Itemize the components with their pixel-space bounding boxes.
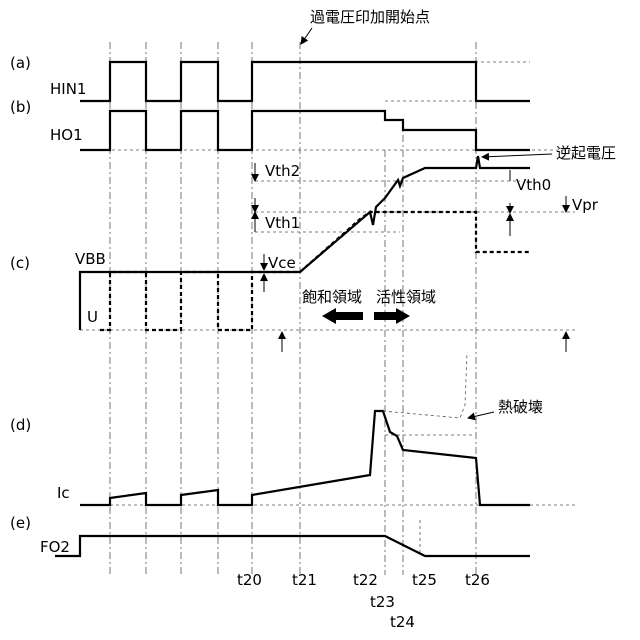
signal-u: U bbox=[87, 308, 98, 326]
reverse-voltage-label: 逆起電圧 bbox=[556, 144, 616, 162]
reverse-voltage-arrow bbox=[482, 154, 552, 157]
reference-lines bbox=[80, 62, 575, 555]
active-arrow-icon bbox=[374, 308, 410, 324]
signal-names: HIN1 HO1 VBB U Ic FO2 bbox=[40, 80, 106, 556]
ho1-waveform bbox=[80, 111, 530, 150]
time-label-t24: t24 bbox=[390, 613, 415, 631]
signal-ic: Ic bbox=[57, 484, 70, 502]
saturation-region-label: 飽和領域 bbox=[302, 288, 362, 306]
time-label-t22: t22 bbox=[353, 571, 378, 589]
breakdown-dotted-path bbox=[383, 352, 467, 418]
thermal-breakdown-arrow bbox=[468, 412, 494, 418]
title-leader-arrow bbox=[301, 28, 312, 44]
vth0-label: Vth0 bbox=[516, 176, 551, 194]
hin1-waveform bbox=[80, 62, 530, 101]
thermal-breakdown-label: 熱破壊 bbox=[498, 398, 543, 416]
fo2-waveform bbox=[55, 536, 530, 556]
active-region-label: 活性領域 bbox=[376, 288, 436, 306]
ic-waveform bbox=[80, 411, 530, 505]
row-tag-b: (b) bbox=[10, 98, 31, 116]
signal-vbb: VBB bbox=[75, 250, 106, 268]
signal-ho1: HO1 bbox=[50, 126, 83, 144]
vce-label: Vce bbox=[268, 254, 296, 272]
row-tag-a: (a) bbox=[10, 54, 31, 72]
signal-hin1: HIN1 bbox=[50, 80, 86, 98]
vth1-label: Vth1 bbox=[265, 214, 300, 232]
time-label-t26: t26 bbox=[465, 571, 490, 589]
time-label-t21: t21 bbox=[292, 571, 317, 589]
time-label-t20: t20 bbox=[237, 571, 262, 589]
vpr-label: Vpr bbox=[572, 196, 599, 214]
time-grid bbox=[110, 42, 476, 575]
row-tag-c: (c) bbox=[10, 254, 30, 272]
saturation-arrow-icon bbox=[322, 308, 363, 324]
row-tag-d: (d) bbox=[10, 416, 31, 434]
time-labels: t20 t21 t22 t23 t24 t25 t26 bbox=[237, 571, 490, 631]
time-label-t23: t23 bbox=[370, 593, 395, 611]
signal-fo2: FO2 bbox=[40, 538, 70, 556]
row-tags: (a) (b) (c) (d) (e) bbox=[10, 54, 31, 532]
overvoltage-start-label: 過電圧印加開始点 bbox=[310, 8, 430, 26]
time-label-t25: t25 bbox=[412, 571, 437, 589]
row-tag-e: (e) bbox=[10, 514, 31, 532]
vth2-label: Vth2 bbox=[265, 162, 300, 180]
